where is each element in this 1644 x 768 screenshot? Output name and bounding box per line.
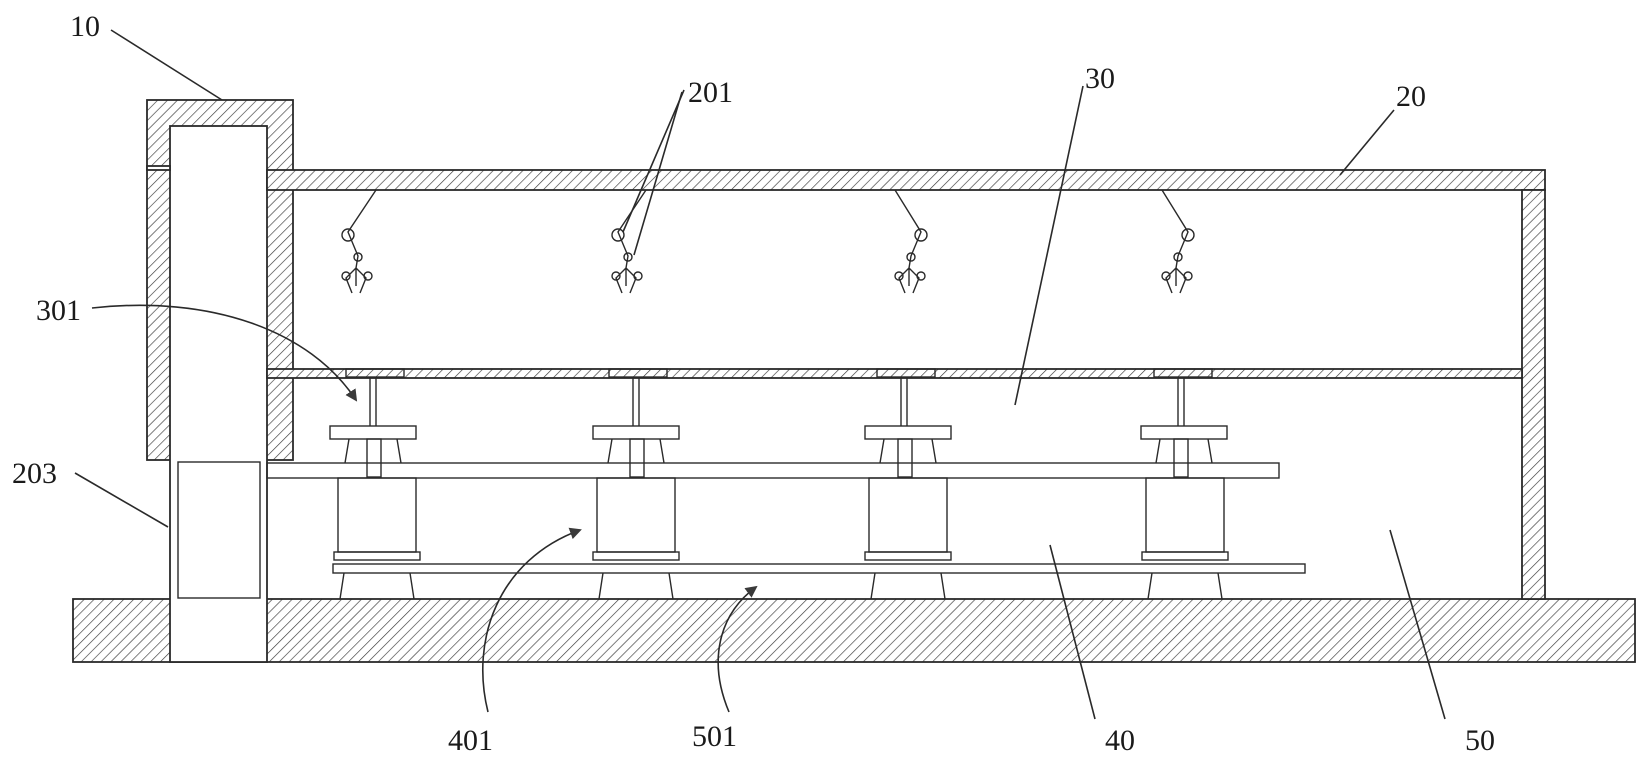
- tower-10: [146, 99, 294, 663]
- leader-lines: [74, 29, 1446, 720]
- label-301: 301: [36, 294, 81, 327]
- label-201: 201: [688, 76, 733, 109]
- lifting-unit: [329, 368, 421, 600]
- control-box-203: [177, 461, 261, 599]
- leader-201a: [622, 89, 685, 233]
- upper-rail: [266, 462, 1280, 479]
- arrow-501: [717, 585, 758, 713]
- robot-arm: [611, 189, 647, 294]
- leader-50: [1389, 529, 1446, 720]
- robot-arm: [1161, 189, 1195, 294]
- right-wall: [1521, 189, 1546, 600]
- leader-10: [110, 29, 223, 101]
- label-501: 501: [692, 720, 737, 753]
- arrow-401: [481, 527, 582, 713]
- robot-arm: [341, 189, 377, 294]
- lower-rail-501: [332, 563, 1306, 574]
- leader-203: [74, 472, 169, 528]
- robot-arm: [894, 189, 928, 294]
- top-beam: [266, 169, 1546, 191]
- label-401: 401: [448, 724, 493, 757]
- label-50: 50: [1465, 724, 1495, 757]
- label-10: 10: [70, 10, 100, 43]
- lifting-units: [329, 368, 1229, 600]
- robot-arms-201: [341, 189, 1195, 294]
- leader-40: [1049, 544, 1096, 720]
- label-40: 40: [1105, 724, 1135, 757]
- label-20: 20: [1396, 80, 1426, 113]
- lifting-unit: [592, 368, 680, 600]
- leader-20: [1339, 109, 1395, 176]
- lifting-unit: [1140, 368, 1229, 600]
- arrow-301: [91, 304, 358, 402]
- label-30: 30: [1085, 62, 1115, 95]
- base-slab: [72, 598, 1636, 663]
- label-203: 203: [12, 457, 57, 490]
- lifting-unit: [864, 368, 952, 600]
- leader-201b: [633, 91, 683, 256]
- leader-30: [1014, 85, 1084, 406]
